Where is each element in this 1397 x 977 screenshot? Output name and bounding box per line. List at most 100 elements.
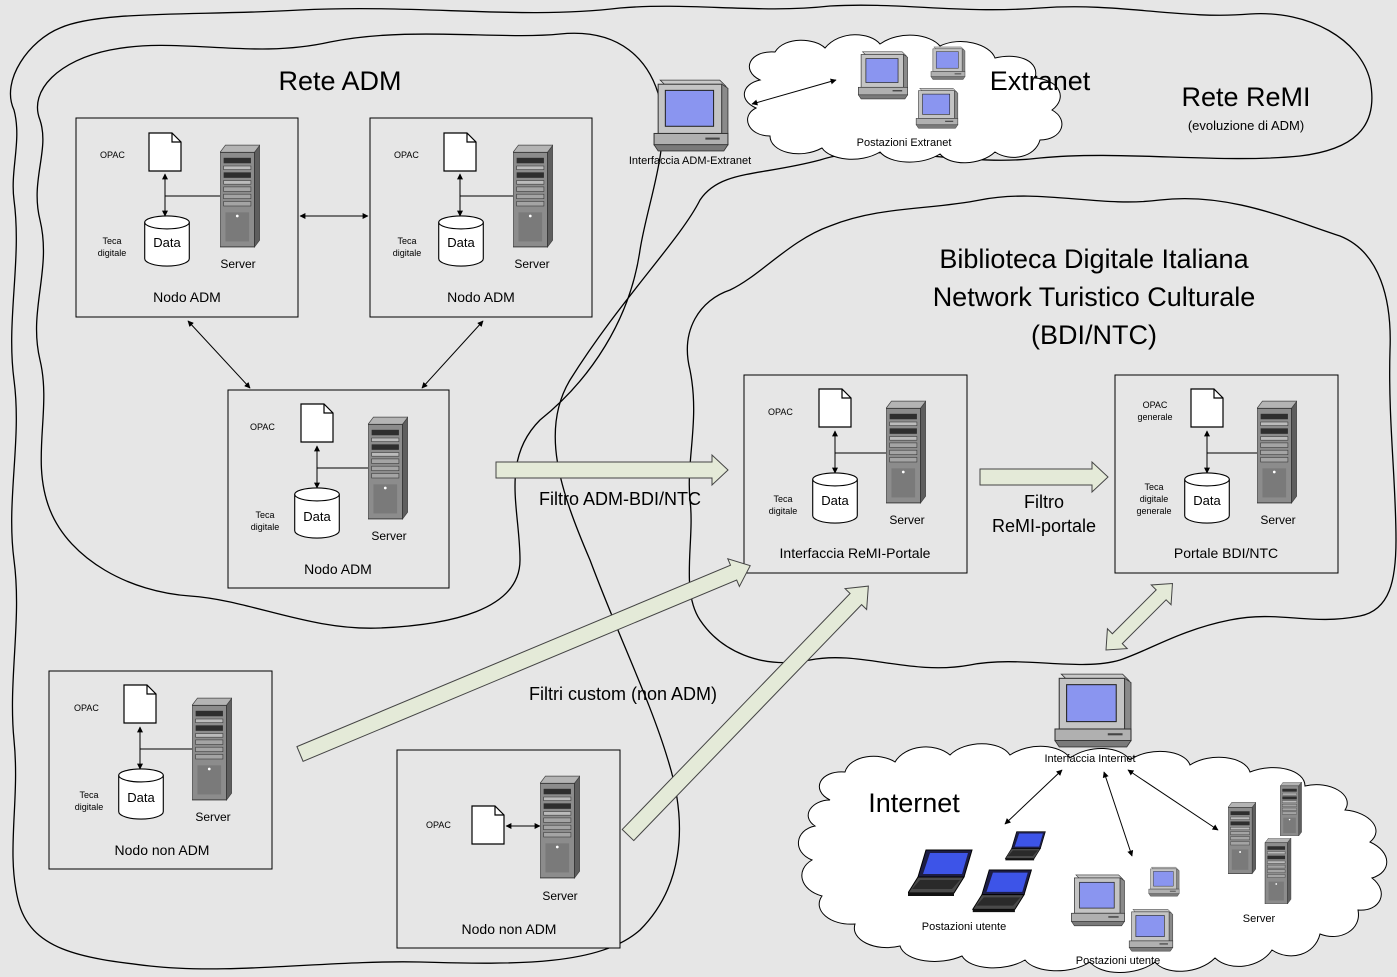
interfaccia-extranet-computer-icon — [653, 79, 729, 152]
portale-box — [1114, 374, 1339, 574]
postazione-utente-computer-icon — [1128, 909, 1174, 952]
postazioni-utente-label-2: Postazioni utente — [1076, 955, 1160, 967]
teca-label: Teca — [397, 236, 416, 246]
data-label: Data — [153, 235, 181, 250]
link-arrow-adm1-adm3 — [187, 320, 251, 389]
document-icon — [148, 132, 182, 172]
server-icon — [1257, 400, 1297, 504]
opac-label: OPAC — [394, 150, 419, 160]
internet-cloud — [797, 743, 1388, 973]
internet-link-arrow-mid — [1102, 771, 1134, 857]
postazione-extranet-computer-icon — [915, 88, 959, 129]
internet-server-label: Server — [1243, 913, 1276, 925]
nodo-non-adm-label: Nodo non ADM — [115, 842, 210, 858]
opac-generale-label-1: OPAC — [1143, 400, 1168, 410]
document-icon — [300, 403, 334, 443]
postazioni-extranet-label: Postazioni Extranet — [857, 137, 952, 149]
internet-server-icon — [1264, 838, 1292, 904]
portale-internet-arrow — [1105, 582, 1174, 651]
opac-label: OPAC — [768, 407, 793, 417]
extranet-link-arrow — [751, 78, 837, 106]
document-icon — [471, 805, 505, 845]
nodo-non-adm-2: OPAC Server Nodo non ADM — [426, 775, 580, 937]
internet-server-icon — [1228, 802, 1256, 874]
internet-title: Internet — [868, 788, 960, 818]
filtro-custom-arrow-2 — [621, 585, 869, 842]
nodo-adm-1: OPAC Data Teca digitale Server Nodo ADM — [98, 132, 260, 305]
teca-generale-label-3: generale — [1136, 506, 1171, 516]
filtro-remi-portale-arrow — [979, 460, 1109, 494]
opac-label: OPAC — [74, 703, 99, 713]
data-label: Data — [821, 493, 849, 508]
teca-label: Teca — [102, 236, 121, 246]
nodo-adm-box-3 — [227, 389, 450, 589]
rete-adm-boundary — [35, 32, 664, 629]
server-label: Server — [195, 810, 230, 824]
opac-generale-label-2: generale — [1137, 412, 1172, 422]
teca-generale-label-1: Teca — [1144, 482, 1163, 492]
nodo-adm-3: OPAC Data Teca digitale Server Nodo ADM — [250, 403, 408, 577]
postazioni-utente-label: Postazioni utente — [922, 921, 1006, 933]
teca-label: Teca — [79, 790, 98, 800]
bdi-title-line-2: Network Turistico Culturale — [933, 282, 1256, 312]
filtro-adm-bdi-label: Filtro ADM-BDI/NTC — [539, 489, 701, 509]
link-arrow-adm2-adm3 — [421, 320, 484, 389]
internet-server-icon — [1280, 782, 1302, 836]
server-icon — [220, 144, 260, 248]
nodo-non-adm-1: OPAC Data Teca digitale Server Nodo non … — [74, 684, 232, 858]
digitale-label: digitale — [393, 248, 422, 258]
nodo-non-adm-box-1 — [48, 670, 273, 870]
data-label: Data — [127, 790, 155, 805]
teca-generale-label-2: digitale — [1140, 494, 1169, 504]
filtri-custom-label: Filtri custom (non ADM) — [529, 684, 717, 704]
rete-remi-boundary — [9, 4, 1373, 970]
opac-label: OPAC — [100, 150, 125, 160]
postazione-utente-computer-icon — [1148, 866, 1180, 897]
bdi-title-line-1: Biblioteca Digitale Italiana — [939, 244, 1249, 274]
server-icon — [886, 400, 926, 504]
postazione-extranet-computer-icon — [858, 51, 908, 100]
opac-label: OPAC — [426, 820, 451, 830]
nodo-adm-2: OPAC Data Teca digitale Server Nodo ADM — [393, 132, 553, 305]
server-label: Server — [542, 889, 577, 903]
interfaccia-internet-label: Interfaccia Internet — [1044, 753, 1135, 765]
nodo-adm-label: Nodo ADM — [304, 561, 372, 577]
interfaccia-remi-label: Interfaccia ReMI-Portale — [780, 545, 931, 561]
server-icon — [513, 144, 553, 248]
bdi-ntc-boundary — [686, 195, 1397, 669]
server-label: Server — [1260, 513, 1295, 527]
nodo-adm-box-2 — [369, 117, 593, 318]
filtro-custom-arrow-1 — [296, 557, 751, 763]
opac-label: OPAC — [250, 422, 275, 432]
digitale-label: digitale — [98, 248, 127, 258]
postazione-extranet-computer-icon — [930, 46, 966, 80]
nodo-non-adm-box-2 — [396, 749, 621, 949]
document-icon — [818, 388, 852, 428]
server-label: Server — [889, 513, 924, 527]
teca-label: Teca — [255, 510, 274, 520]
portale-node: OPAC generale Data Teca digitale general… — [1136, 388, 1297, 561]
bdi-title-line-3: (BDI/NTC) — [1031, 320, 1157, 350]
document-icon — [443, 132, 477, 172]
digitale-label: digitale — [251, 522, 280, 532]
server-label: Server — [514, 257, 549, 271]
data-label: Data — [447, 235, 475, 250]
server-icon — [192, 697, 232, 801]
teca-label: Teca — [773, 494, 792, 504]
server-icon — [540, 775, 580, 879]
rete-remi-title: Rete ReMI — [1181, 82, 1310, 112]
nodo-adm-box-1 — [75, 117, 299, 318]
filtro-remi-label-1: Filtro — [1024, 492, 1064, 512]
data-label: Data — [303, 509, 331, 524]
nodo-adm-label: Nodo ADM — [153, 289, 221, 305]
interfaccia-internet-computer-icon — [1054, 673, 1132, 748]
extranet-title: Extranet — [990, 66, 1091, 96]
digitale-label: digitale — [75, 802, 104, 812]
document-icon — [123, 684, 157, 724]
interfaccia-remi-box — [743, 374, 968, 574]
postazione-utente-computer-icon — [1071, 874, 1125, 927]
internet-link-arrow-left — [1004, 769, 1063, 825]
interfaccia-remi-node: OPAC Data Teca digitale Server Interfacc… — [768, 388, 931, 561]
filtro-adm-bdi-arrow — [495, 453, 729, 487]
